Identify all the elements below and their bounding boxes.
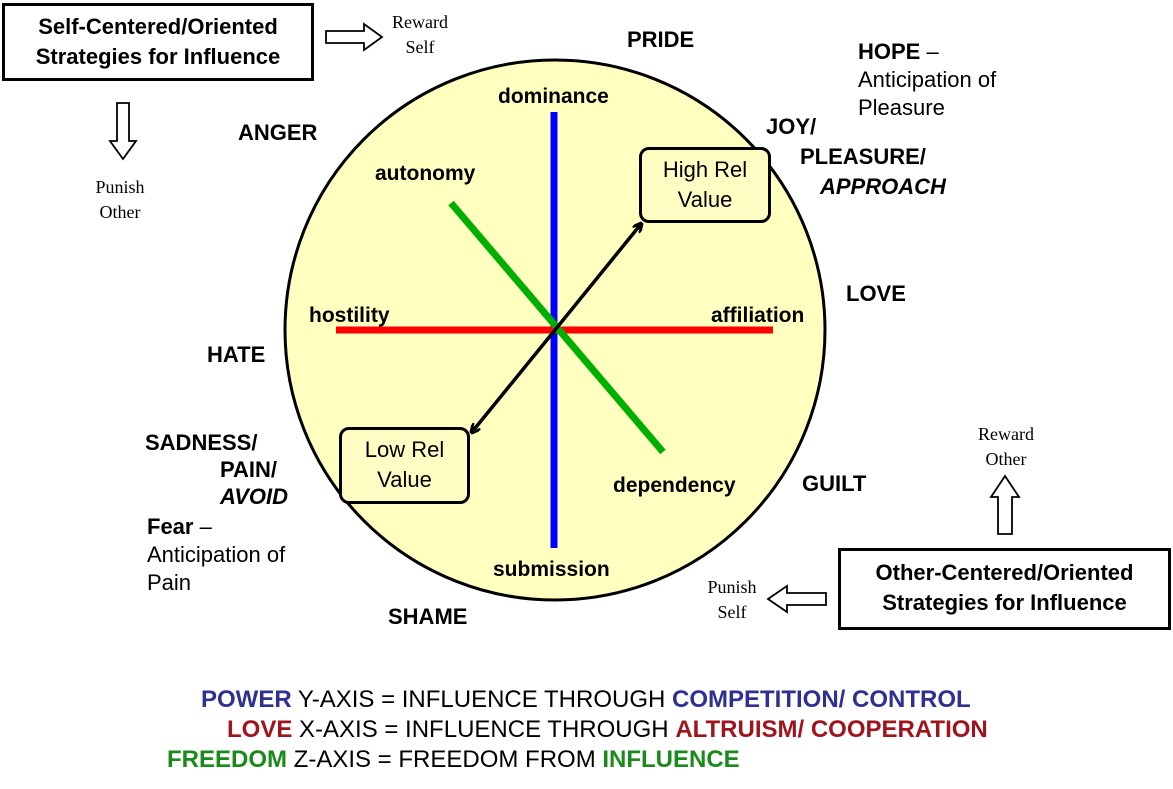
emotion-shame: SHAME bbox=[388, 604, 468, 629]
fear-line2: Anticipation of bbox=[147, 542, 286, 567]
punish-self-line1: Punish bbox=[707, 577, 757, 597]
hope-description: HOPE – Anticipation of Pleasure bbox=[858, 38, 996, 122]
hope-line2: Anticipation of bbox=[858, 67, 997, 92]
relational-value-arrow-down bbox=[472, 328, 557, 432]
emotion-pride: PRIDE bbox=[627, 27, 695, 52]
down-arrow-icon bbox=[108, 102, 138, 161]
legend-power-end: COMPETITION/ CONTROL bbox=[672, 686, 971, 713]
punish-self-line2: Self bbox=[717, 602, 747, 622]
reward-self-label: Reward Self bbox=[380, 10, 460, 60]
punish-self-label: Punish Self bbox=[692, 575, 772, 625]
legend-love-end: ALTRUISM/ COOPERATION bbox=[675, 716, 988, 743]
right-arrow-icon bbox=[325, 22, 384, 52]
emotion-joy-line3: APPROACH bbox=[820, 174, 946, 199]
high-rel-value-box: High Rel Value bbox=[639, 147, 771, 223]
legend-freedom-end: INFLUENCE bbox=[602, 746, 740, 773]
legend-freedom-mid: Z-AXIS = FREEDOM FROM bbox=[287, 746, 603, 773]
emotion-hate: HATE bbox=[207, 342, 266, 367]
other-centered-strategies-box: Other-Centered/Oriented Strategies for I… bbox=[838, 548, 1171, 630]
fear-line3: Pain bbox=[147, 570, 192, 595]
reward-other-label: Reward Other bbox=[966, 422, 1046, 472]
fear-title: Fear – bbox=[147, 513, 285, 541]
axis-label-dependency: dependency bbox=[613, 474, 736, 497]
legend-love-key: LOVE bbox=[227, 716, 293, 743]
legend-freedom-key: FREEDOM bbox=[167, 746, 287, 773]
emotion-joy-line2: PLEASURE/ bbox=[800, 144, 926, 169]
legend-freedom: FREEDOM Z-AXIS = FREEDOM FROM INFLUENCE bbox=[167, 745, 740, 775]
emotion-guilt: GUILT bbox=[802, 471, 867, 496]
up-arrow-icon bbox=[989, 474, 1021, 535]
other-box-line1: Other-Centered/Oriented bbox=[875, 560, 1134, 585]
hope-line3: Pleasure bbox=[858, 95, 945, 120]
reward-other-line2: Other bbox=[985, 449, 1027, 469]
legend-power: POWER Y-AXIS = INFLUENCE THROUGH COMPETI… bbox=[201, 685, 971, 715]
other-box-line2: Strategies for Influence bbox=[882, 590, 1127, 615]
left-arrow-icon bbox=[766, 584, 827, 614]
legend-love: LOVE X-AXIS = INFLUENCE THROUGH ALTRUISM… bbox=[227, 715, 988, 745]
self-box-line1: Self-Centered/Oriented bbox=[38, 14, 278, 39]
reward-self-line1: Reward bbox=[392, 12, 448, 32]
emotion-sadness-line1: SADNESS/ bbox=[145, 430, 258, 455]
self-box-line2: Strategies for Influence bbox=[35, 44, 281, 69]
axis-label-submission: submission bbox=[493, 558, 610, 581]
hope-word: HOPE bbox=[858, 39, 921, 64]
low-rel-value-box: Low Rel Value bbox=[339, 427, 470, 504]
axis-label-affiliation: affiliation bbox=[711, 304, 805, 327]
emotion-anger: ANGER bbox=[238, 120, 318, 145]
fear-word: Fear bbox=[147, 514, 194, 539]
hope-dash: – bbox=[920, 39, 939, 64]
legend-power-key: POWER bbox=[201, 686, 292, 713]
low-rel-line1: Low Rel bbox=[364, 437, 445, 462]
emotion-love: LOVE bbox=[846, 281, 906, 306]
emotion-sadness-line3: AVOID bbox=[220, 484, 289, 509]
fear-description: Fear – Anticipation of Pain bbox=[147, 513, 285, 597]
self-centered-strategies-box: Self-Centered/Oriented Strategies for In… bbox=[2, 3, 314, 81]
legend-power-mid: Y-AXIS = INFLUENCE THROUGH bbox=[291, 686, 672, 713]
punish-other-line1: Punish bbox=[95, 177, 145, 197]
emotion-sadness-group: SADNESS/ PAIN/ AVOID bbox=[145, 430, 288, 510]
relational-value-arrow-up bbox=[553, 224, 641, 332]
fear-dash: – bbox=[193, 514, 212, 539]
axis-label-hostility: hostility bbox=[309, 304, 390, 327]
punish-other-label: Punish Other bbox=[80, 175, 160, 225]
axis-label-dominance: dominance bbox=[498, 85, 609, 108]
low-rel-line2: Value bbox=[377, 467, 432, 492]
reward-other-line1: Reward bbox=[978, 424, 1034, 444]
high-rel-line1: High Rel bbox=[662, 157, 748, 182]
reward-self-line2: Self bbox=[405, 37, 435, 57]
high-rel-line2: Value bbox=[677, 187, 733, 212]
legend-love-mid: X-AXIS = INFLUENCE THROUGH bbox=[292, 716, 676, 743]
punish-other-line2: Other bbox=[99, 202, 141, 222]
emotion-sadness-line2: PAIN/ bbox=[220, 457, 278, 482]
axis-label-autonomy: autonomy bbox=[375, 162, 476, 185]
emotion-joy-group: JOY/ PLEASURE/ APPROACH bbox=[766, 114, 946, 200]
emotion-joy-line1: JOY/ bbox=[766, 114, 817, 139]
hope-title: HOPE – bbox=[858, 38, 996, 66]
